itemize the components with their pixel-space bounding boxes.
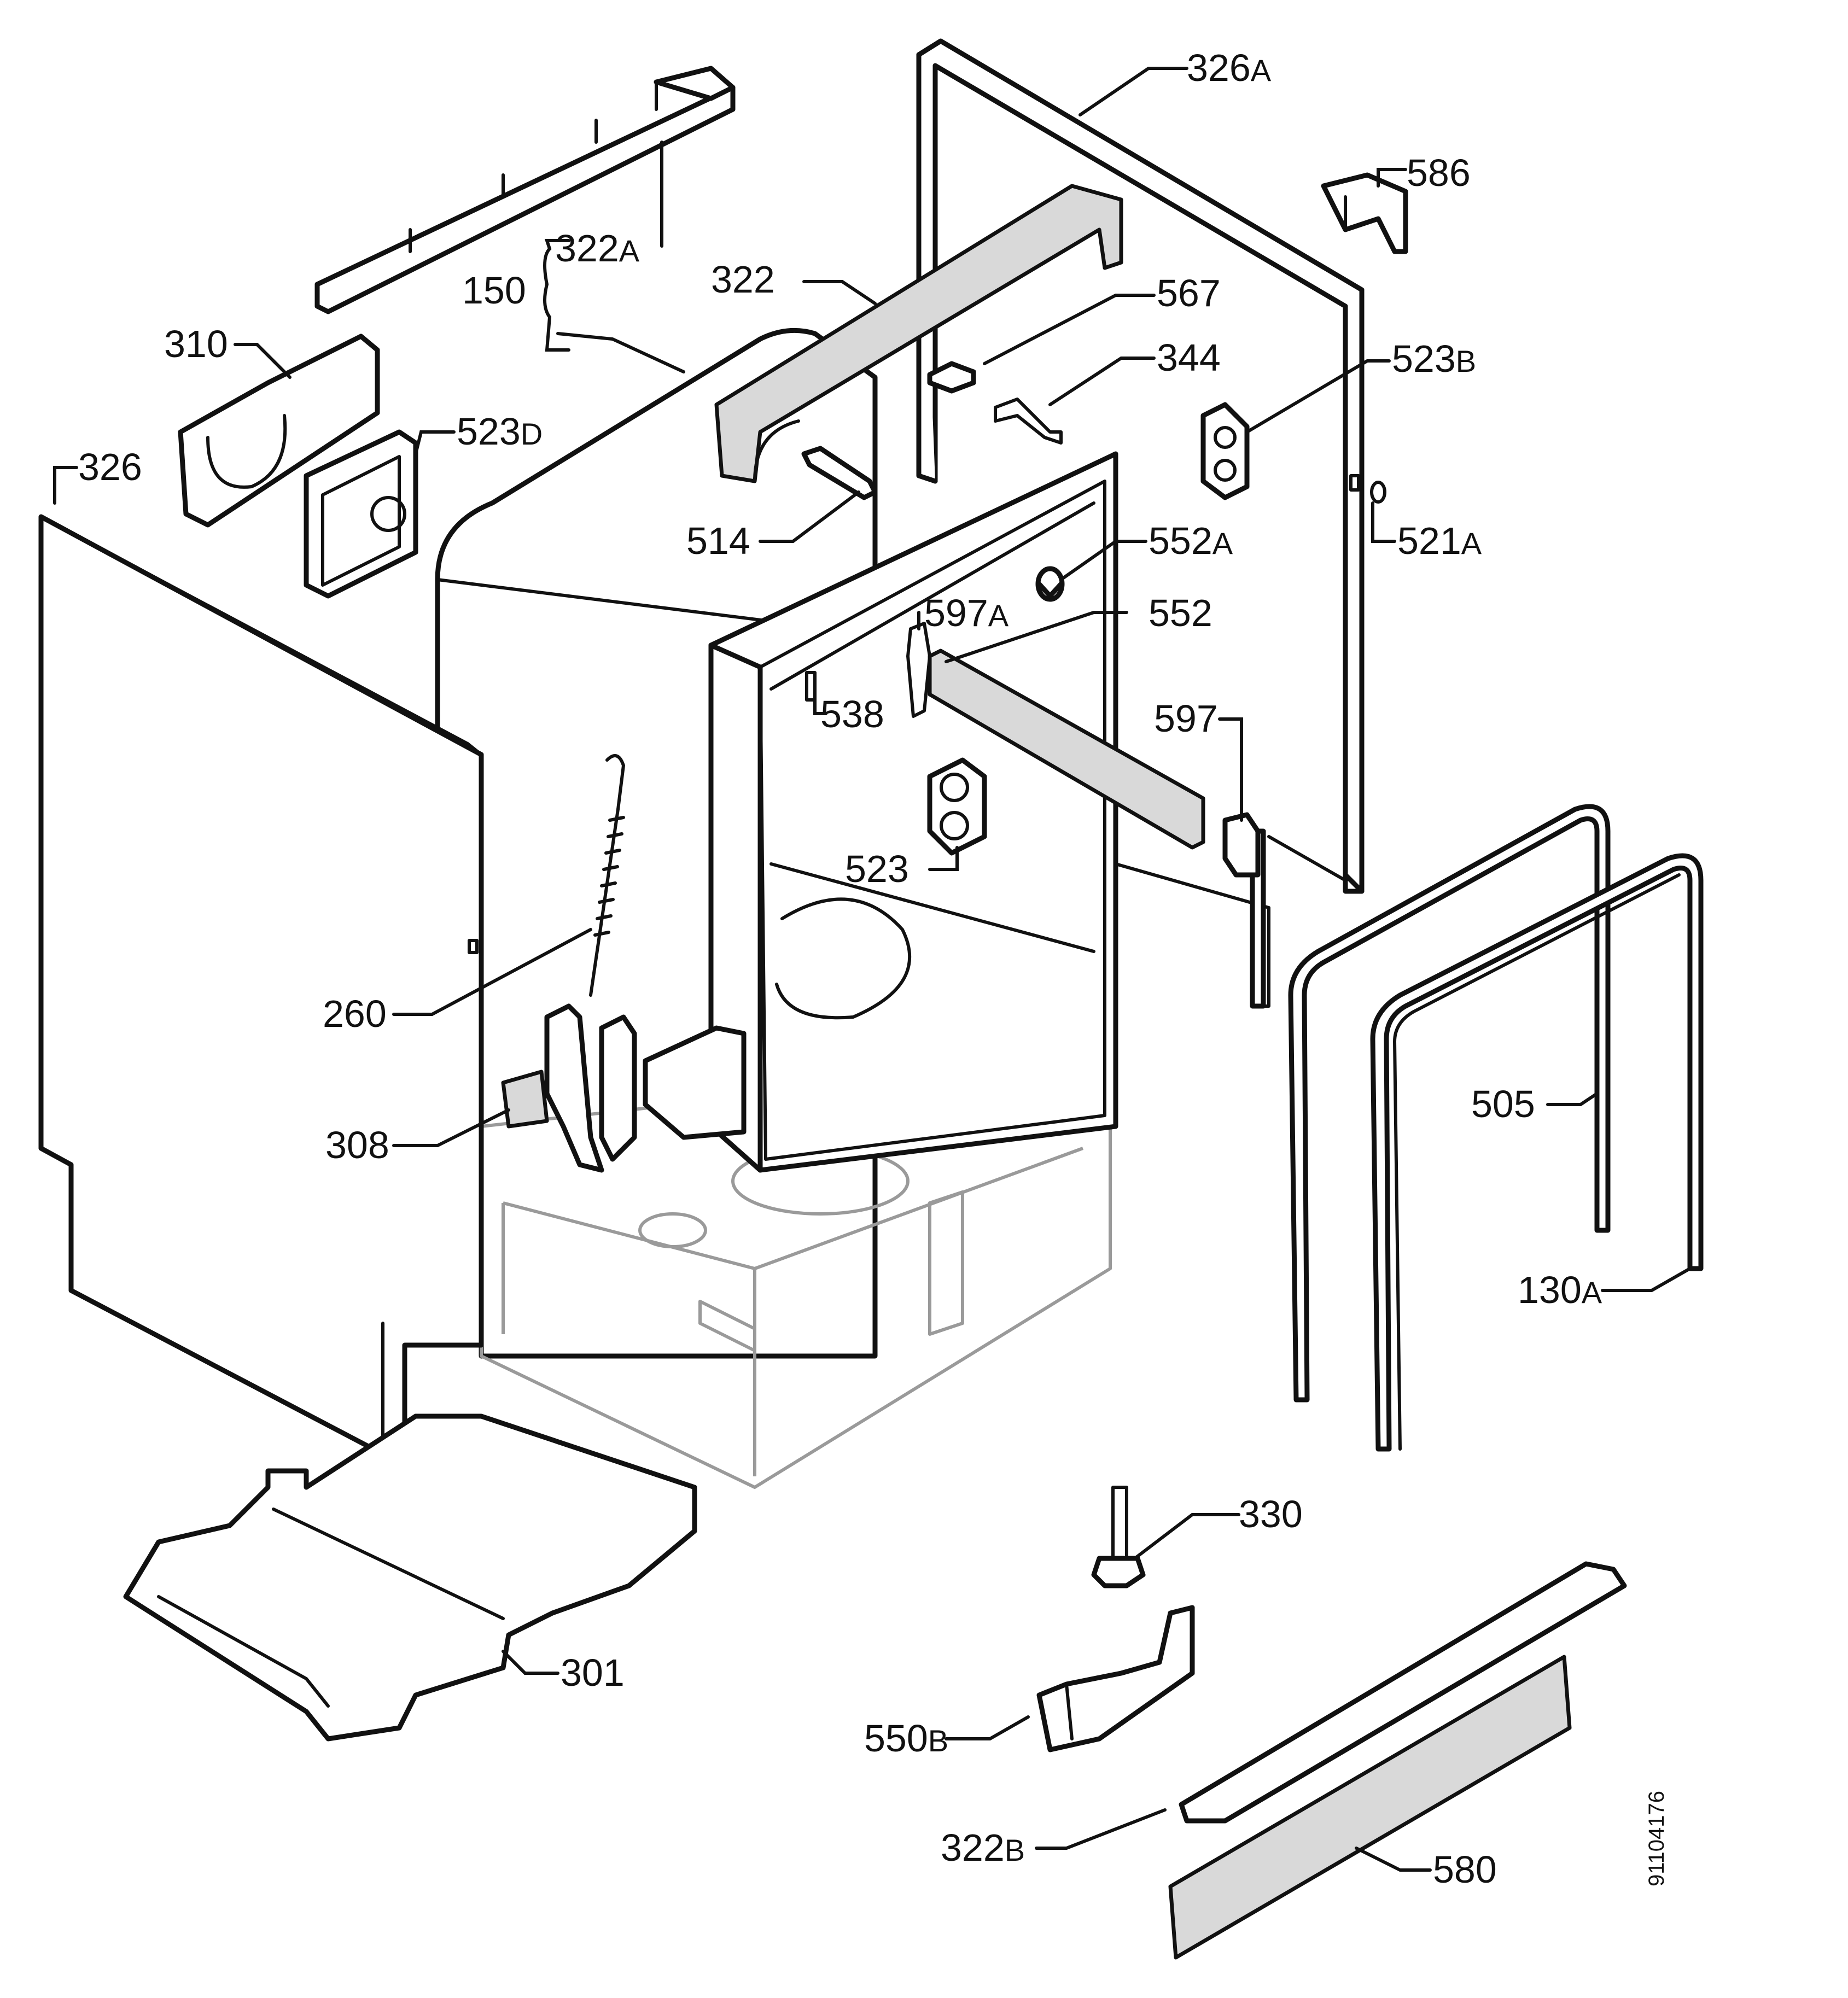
clip-344 xyxy=(994,398,1063,445)
callout-344: 344 xyxy=(1157,336,1221,379)
seal-130A xyxy=(1370,853,1704,1452)
pin-514 xyxy=(801,446,878,500)
callout-597A: 597A xyxy=(924,592,1009,634)
plate-523D xyxy=(304,429,418,599)
cap-552A xyxy=(1035,566,1065,602)
callout-322A: 322A xyxy=(555,227,640,270)
kick-plate-580 xyxy=(1168,1655,1572,1960)
spring-260 xyxy=(589,754,625,997)
callout-150: 150 xyxy=(462,269,526,312)
clip-567 xyxy=(927,361,976,394)
callout-260: 260 xyxy=(323,992,387,1035)
bracket-550B xyxy=(1036,1605,1195,1752)
callout-586: 586 xyxy=(1407,151,1471,194)
callout-538: 538 xyxy=(820,693,884,735)
callout-552A: 552A xyxy=(1149,519,1233,562)
seal-505 xyxy=(1288,804,1611,1403)
callout-322: 322 xyxy=(711,258,775,301)
leader-lines xyxy=(53,67,1692,1872)
document-number: 91104176 xyxy=(1645,1791,1669,1886)
callout-567: 567 xyxy=(1157,272,1221,314)
callout-326A: 326A xyxy=(1187,46,1272,89)
callout-552: 552 xyxy=(1149,592,1212,634)
rail-322B xyxy=(1179,1561,1627,1824)
nozzle-523 xyxy=(927,757,987,856)
callout-326: 326 xyxy=(78,446,142,488)
callout-505: 505 xyxy=(1471,1083,1535,1125)
bushing-523B xyxy=(1200,402,1250,500)
bracket-586 xyxy=(1321,172,1408,254)
door-frame xyxy=(643,451,1118,1173)
rail-552 xyxy=(928,649,1205,850)
top-rail-322A xyxy=(314,66,736,314)
side-panel-326 xyxy=(38,514,484,1468)
callout-597: 597 xyxy=(1154,697,1218,740)
base-tray-301 xyxy=(123,1413,697,1742)
clip-597A xyxy=(906,622,931,718)
callout-550B: 550B xyxy=(864,1717,948,1760)
callout-130A: 130A xyxy=(1518,1269,1602,1311)
callout-521A: 521A xyxy=(1397,519,1482,562)
callout-523B: 523B xyxy=(1392,337,1476,380)
callout-523D: 523D xyxy=(457,410,543,453)
callout-330: 330 xyxy=(1239,1493,1303,1535)
guide-597 xyxy=(1222,812,1261,878)
foot-330 xyxy=(1091,1486,1146,1588)
cover-310 xyxy=(178,334,380,528)
top-rail-322 xyxy=(714,184,1123,483)
callout-301: 301 xyxy=(561,1651,625,1694)
callout-308: 308 xyxy=(325,1124,389,1166)
hinge-308 xyxy=(501,1003,637,1173)
callout-labels: 326A 586 322A 150 322 567 344 523B 310 5… xyxy=(78,46,1602,1891)
callout-310: 310 xyxy=(164,323,228,365)
callout-580: 580 xyxy=(1433,1848,1497,1891)
ring-521A xyxy=(1370,481,1386,504)
callout-523: 523 xyxy=(845,848,909,890)
callout-322B: 322B xyxy=(941,1826,1025,1869)
callout-514: 514 xyxy=(686,519,750,562)
